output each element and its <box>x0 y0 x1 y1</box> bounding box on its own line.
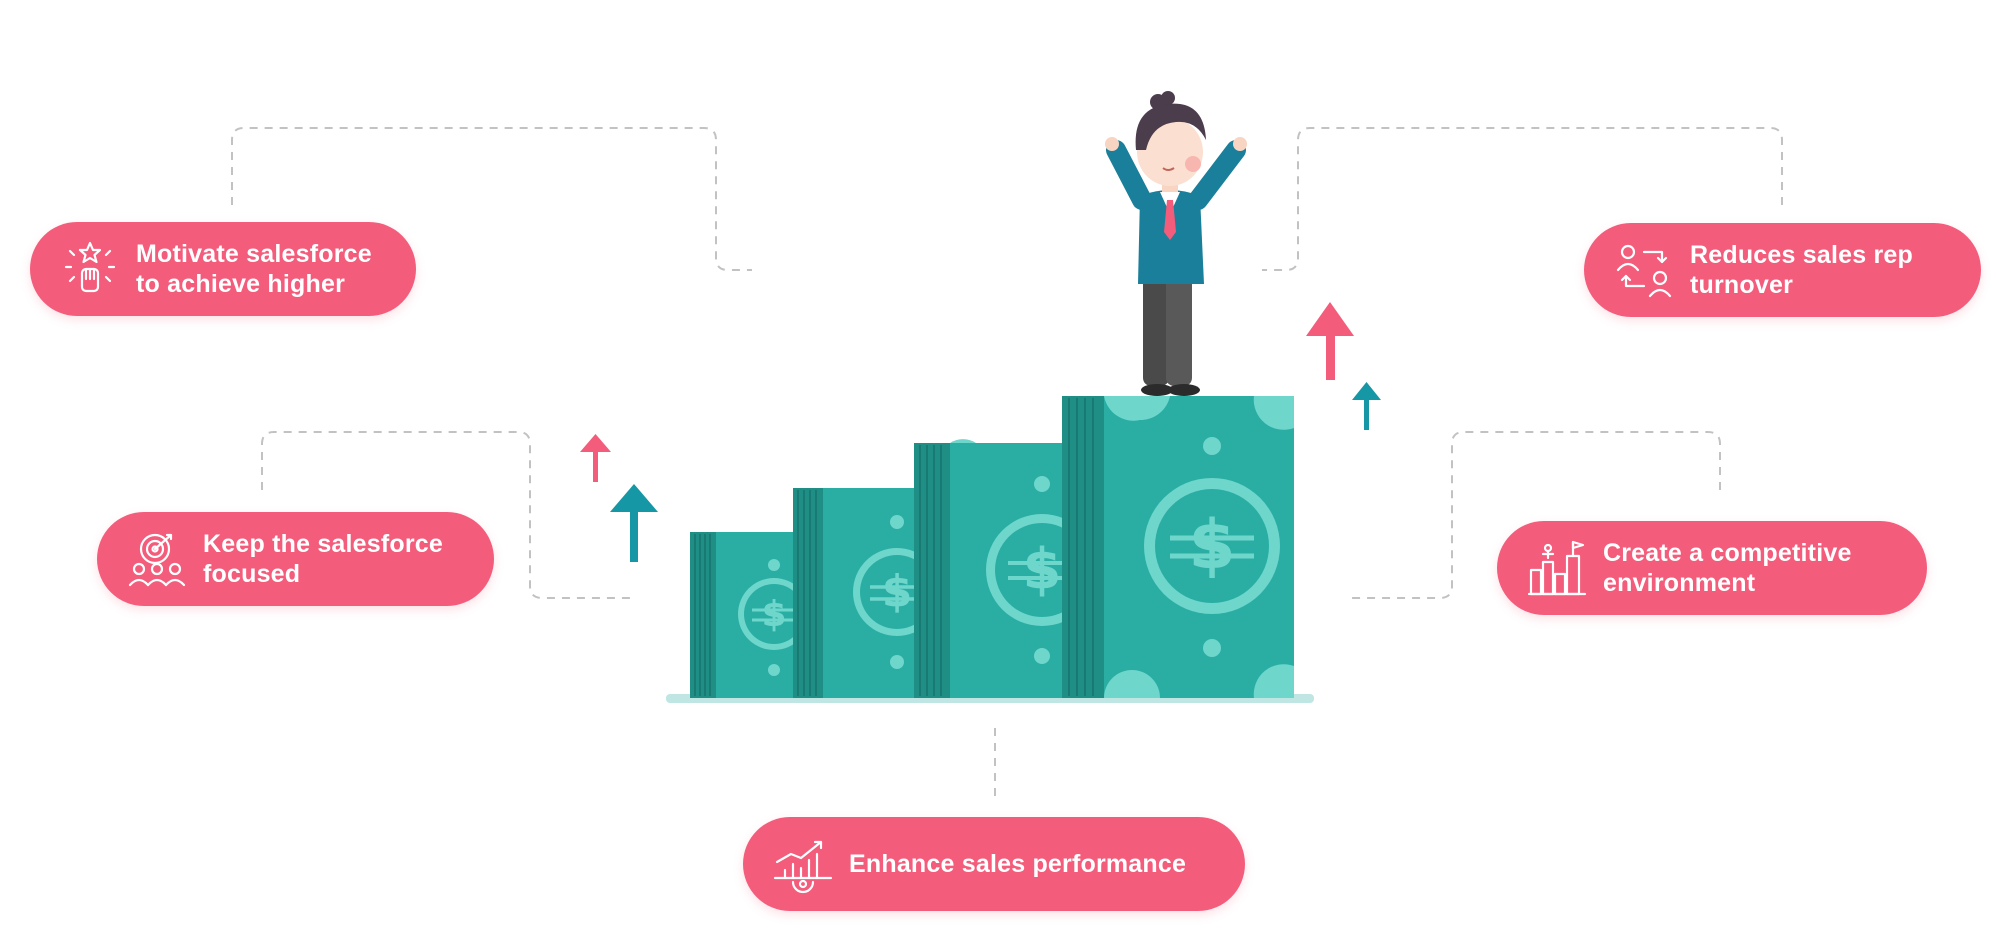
benefit-label-line2: focused <box>203 560 301 588</box>
connector-top-right <box>1262 127 1783 271</box>
connector-mid-left <box>261 431 636 599</box>
businessman-figure <box>1105 91 1247 396</box>
money-stack-4: $ <box>1062 396 1294 698</box>
arrow-up-teal-small <box>1352 382 1381 430</box>
connector-lines <box>231 127 1783 800</box>
benefit-pill-motivate: Motivate salesforce to achieve higher <box>30 222 416 316</box>
growth-arrows <box>580 302 1381 562</box>
benefit-label: Motivate salesforce to achieve higher <box>136 239 372 299</box>
fist-stars-icon <box>58 237 122 301</box>
benefit-label-line1: Motivate salesforce <box>136 240 372 268</box>
benefit-label: Keep the salesforce focused <box>203 529 443 589</box>
race-buildings-flag-icon <box>1525 536 1589 600</box>
money-stack-1: $ <box>690 532 820 698</box>
benefit-label-line2: environment <box>1603 569 1756 597</box>
benefit-label-line1: Create a competitive <box>1603 539 1852 567</box>
target-team-icon <box>125 527 189 591</box>
benefit-label-line2: to achieve higher <box>136 270 346 298</box>
arrow-up-teal-large <box>610 484 658 562</box>
svg-text:$: $ <box>1023 537 1062 602</box>
benefit-label-line1: Keep the salesforce <box>203 530 444 558</box>
benefit-pill-turnover: Reduces sales rep turnover <box>1584 223 1981 317</box>
benefit-label-line1: Enhance sales performance <box>849 850 1187 878</box>
benefit-pill-competitive: Create a competitive environment <box>1497 521 1927 615</box>
benefit-pill-enhance: Enhance sales performance <box>743 817 1245 911</box>
connector-top-left <box>231 127 752 271</box>
svg-text:$: $ <box>1188 506 1235 585</box>
benefit-label-line1: Reduces sales rep <box>1690 241 1913 269</box>
money-stacks: $ $ <box>690 396 1294 698</box>
benefit-pill-focused: Keep the salesforce focused <box>97 512 494 606</box>
arrow-up-pink-large <box>1306 302 1354 380</box>
people-swap-icon <box>1612 238 1676 302</box>
benefit-label-line2: turnover <box>1690 271 1794 299</box>
benefit-label: Reduces sales rep turnover <box>1690 240 1913 300</box>
benefit-label: Enhance sales performance <box>849 849 1186 879</box>
benefit-label: Create a competitive environment <box>1603 538 1852 598</box>
growth-chart-gear-icon <box>771 832 835 896</box>
svg-text:$: $ <box>761 594 786 635</box>
arrow-up-pink-small <box>580 434 611 482</box>
svg-text:$: $ <box>882 566 913 617</box>
connector-mid-right <box>1346 431 1721 599</box>
